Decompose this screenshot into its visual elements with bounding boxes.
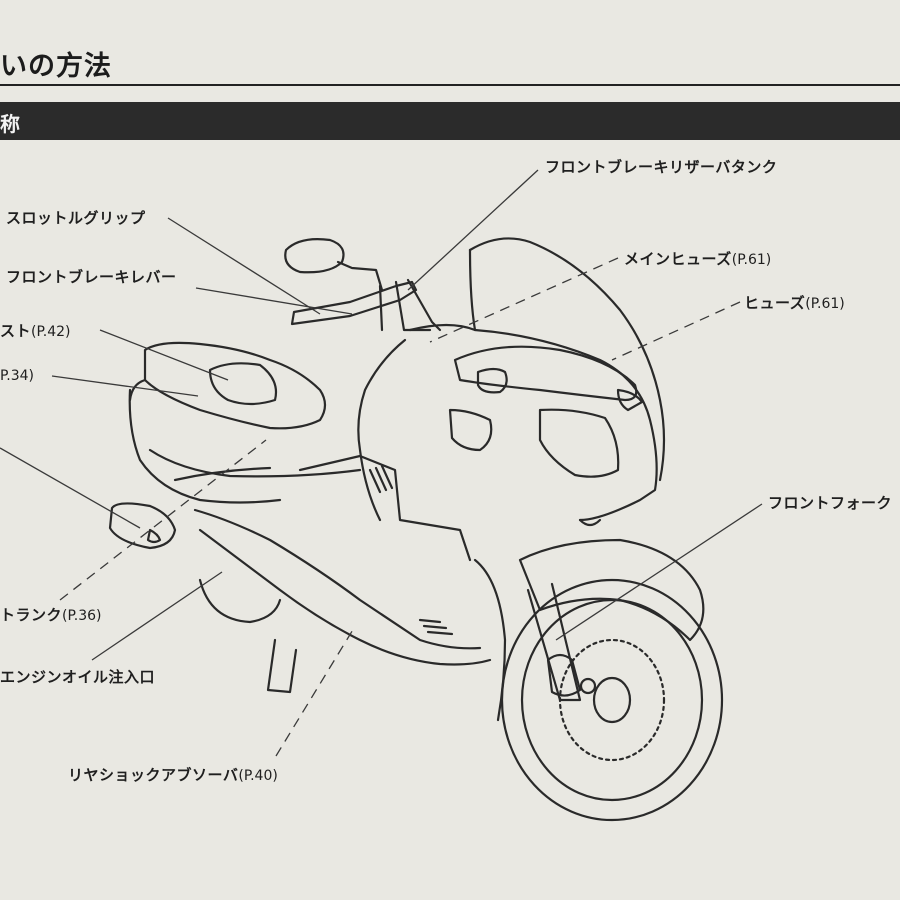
leader-rest (99, 329, 229, 381)
leader-oil-filler (91, 571, 223, 661)
section-bar (0, 102, 900, 140)
leader-fuse (611, 301, 741, 361)
leader-main-fuse (429, 257, 619, 343)
trunk-ref: (P.36) (62, 608, 102, 624)
rear-shock-ref: (P.40) (238, 768, 278, 784)
p34-ref: P.34) (0, 368, 34, 384)
label-front-brake-reservoir: フロントブレーキリザーバタンク (545, 158, 778, 176)
lower-body (193, 508, 482, 650)
leader-p34 (51, 375, 199, 397)
leader-trunk (59, 439, 267, 601)
main-fuse-ref: (P.61) (731, 252, 772, 268)
rear-body (128, 388, 282, 504)
label-p34: P.34) (0, 366, 34, 384)
leader-throttle (167, 217, 321, 315)
windscreen (468, 237, 666, 482)
side-stand (266, 638, 298, 694)
fuse-text: ヒューズ (744, 294, 806, 312)
rest-text: スト (0, 322, 32, 340)
leader-helmet (0, 447, 141, 529)
main-fuse-text: メインヒューズ (624, 250, 732, 268)
seat (143, 341, 327, 430)
label-front-brake-lever: フロントブレーキレバー (6, 268, 177, 286)
front-fairing (408, 323, 658, 522)
leader-front-fork (555, 503, 763, 641)
page-title: いの方法 (0, 51, 112, 82)
label-engine-oil-filler: エンジンオイル注入口 (0, 668, 156, 686)
label-trunk: トランク(P.36) (0, 604, 101, 625)
rest-ref: (P.42) (31, 324, 71, 340)
front-fork (526, 582, 582, 702)
label-fuse: ヒューズ(P.61) (744, 292, 845, 313)
label-rest: スト(P.42) (0, 320, 70, 341)
label-throttle-grip: スロットルグリップ (6, 209, 146, 227)
fuse-ref: (P.61) (805, 296, 845, 312)
mirror (284, 238, 345, 274)
leader-brake-lever (195, 287, 353, 315)
rear-shock-text: リヤショックアブソーバ (68, 766, 239, 784)
leader-reservoir (407, 169, 539, 291)
floorboard (298, 454, 472, 562)
muffler (108, 502, 177, 550)
leader-shock (275, 627, 355, 757)
trunk-text: トランク (0, 606, 63, 624)
title-rule (0, 84, 900, 86)
rear-wheel (198, 578, 282, 624)
label-front-fork: フロントフォーク (768, 494, 893, 512)
section-label: 称 (0, 112, 20, 136)
front-fender (518, 538, 705, 642)
label-main-fuse: メインヒューズ(P.61) (624, 248, 771, 269)
label-rear-shock-absorber: リヤショックアブソーバ(P.40) (68, 764, 278, 785)
